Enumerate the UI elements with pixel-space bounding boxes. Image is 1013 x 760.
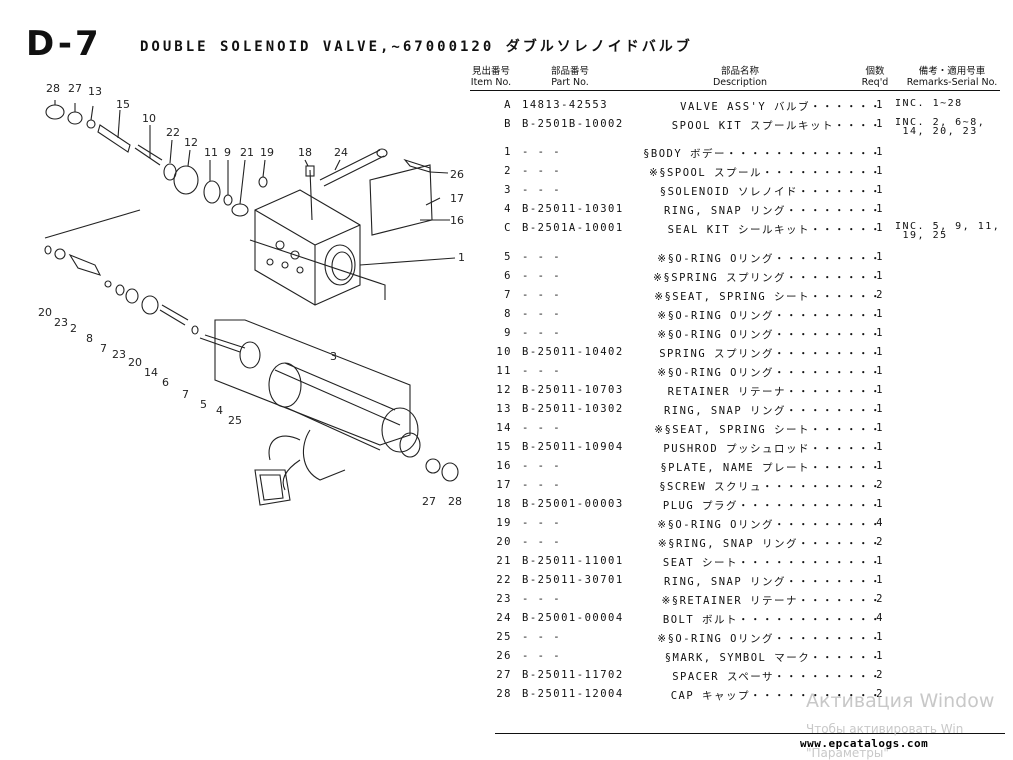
table-row: 6- - -※§SPRING スプリング・・・・・・・・1 bbox=[504, 270, 884, 284]
table-row: 9- - -※§O-RING Oリング・・・・・・・・・1 bbox=[504, 327, 884, 341]
callout-label: 27 bbox=[422, 495, 436, 508]
callout-label: 13 bbox=[88, 85, 102, 98]
callout-label: 27 bbox=[68, 82, 82, 95]
table-row: 5- - -※§O-RING Oリング・・・・・・・・・1 bbox=[504, 251, 884, 265]
page-title: DOUBLE SOLENOID VALVE,~67000120 ダブルソレノイド… bbox=[140, 39, 693, 55]
callout-label: 2 bbox=[70, 322, 77, 335]
activation-watermark-title: Активация Window bbox=[806, 690, 995, 712]
callout-label: 8 bbox=[86, 332, 93, 345]
callout-label: 26 bbox=[450, 168, 464, 181]
callout-label: 6 bbox=[162, 376, 169, 389]
callout-label: 28 bbox=[46, 82, 60, 95]
table-row: 14- - -※§SEAT, SPRING シート・・・・・・1 bbox=[496, 422, 884, 436]
table-row: 17- - -§SCREW スクリュ・・・・・・・・・・2 bbox=[496, 479, 884, 493]
table-row: 23- - -※§RETAINER リテーナ・・・・・・・2 bbox=[496, 593, 884, 607]
activation-watermark-settings: "Параметры" bbox=[806, 746, 889, 760]
table-row: 11- - -※§O-RING Oリング・・・・・・・・・1 bbox=[496, 365, 884, 379]
table-row: 1- - -§BODY ボデー・・・・・・・・・・・・・1 bbox=[504, 146, 884, 160]
callout-label: 11 bbox=[204, 146, 218, 159]
footer-rule bbox=[495, 733, 1005, 734]
callout-label: 9 bbox=[224, 146, 231, 159]
callout-label: 22 bbox=[166, 126, 180, 139]
callout-label: 20 bbox=[38, 306, 52, 319]
table-row: 25- - -※§O-RING Oリング・・・・・・・・・1 bbox=[496, 631, 884, 645]
callout-label: 14 bbox=[144, 366, 158, 379]
callout-label: 18 bbox=[298, 146, 312, 159]
callout-label: 5 bbox=[200, 398, 207, 411]
callout-label: 16 bbox=[450, 214, 464, 227]
callout-label: 23 bbox=[54, 316, 68, 329]
callout-label: 3 bbox=[330, 350, 337, 363]
callout-label: 20 bbox=[128, 356, 142, 369]
site-link[interactable]: www.epcatalogs.com bbox=[800, 737, 929, 750]
callout-label: 19 bbox=[260, 146, 274, 159]
table-row: 20- - -※§RING, SNAP リング・・・・・・・2 bbox=[496, 536, 884, 550]
callout-label: 4 bbox=[216, 404, 223, 417]
callout-label: 7 bbox=[100, 342, 107, 355]
table-row: 2- - -※§SPOOL スプール・・・・・・・・・・1 bbox=[504, 165, 884, 179]
activation-watermark-text: Чтобы активировать Win bbox=[806, 722, 964, 736]
callout-label: 21 bbox=[240, 146, 254, 159]
callout-label: 28 bbox=[448, 495, 462, 508]
callout-label: 12 bbox=[184, 136, 198, 149]
table-row: 26- - -§MARK, SYMBOL マーク・・・・・・1 bbox=[496, 650, 884, 664]
header-rule bbox=[470, 90, 1000, 91]
callout-label: 23 bbox=[112, 348, 126, 361]
page-code: D-7 bbox=[26, 24, 102, 64]
callout-label: 25 bbox=[228, 414, 242, 427]
callout-label: 17 bbox=[450, 192, 464, 205]
table-row: 16- - -§PLATE, NAME プレート・・・・・・1 bbox=[496, 460, 884, 474]
callout-label: 15 bbox=[116, 98, 130, 111]
table-row: 8- - -※§O-RING Oリング・・・・・・・・・1 bbox=[504, 308, 884, 322]
exploded-view-diagram: 28 27 13 15 10 22 12 11 9 21 19 18 24 26… bbox=[38, 82, 465, 508]
callout-label: 24 bbox=[334, 146, 348, 159]
table-row: 19- - -※§O-RING Oリング・・・・・・・・・4 bbox=[496, 517, 884, 531]
table-row: 3- - -§SOLENOID ソレノイド・・・・・・・1 bbox=[504, 184, 884, 198]
callout-label: 10 bbox=[142, 112, 156, 125]
callout-label: 7 bbox=[182, 388, 189, 401]
table-row: 7- - -※§SEAT, SPRING シート・・・・・・2 bbox=[504, 289, 884, 303]
callout-label: 1 bbox=[458, 251, 465, 264]
